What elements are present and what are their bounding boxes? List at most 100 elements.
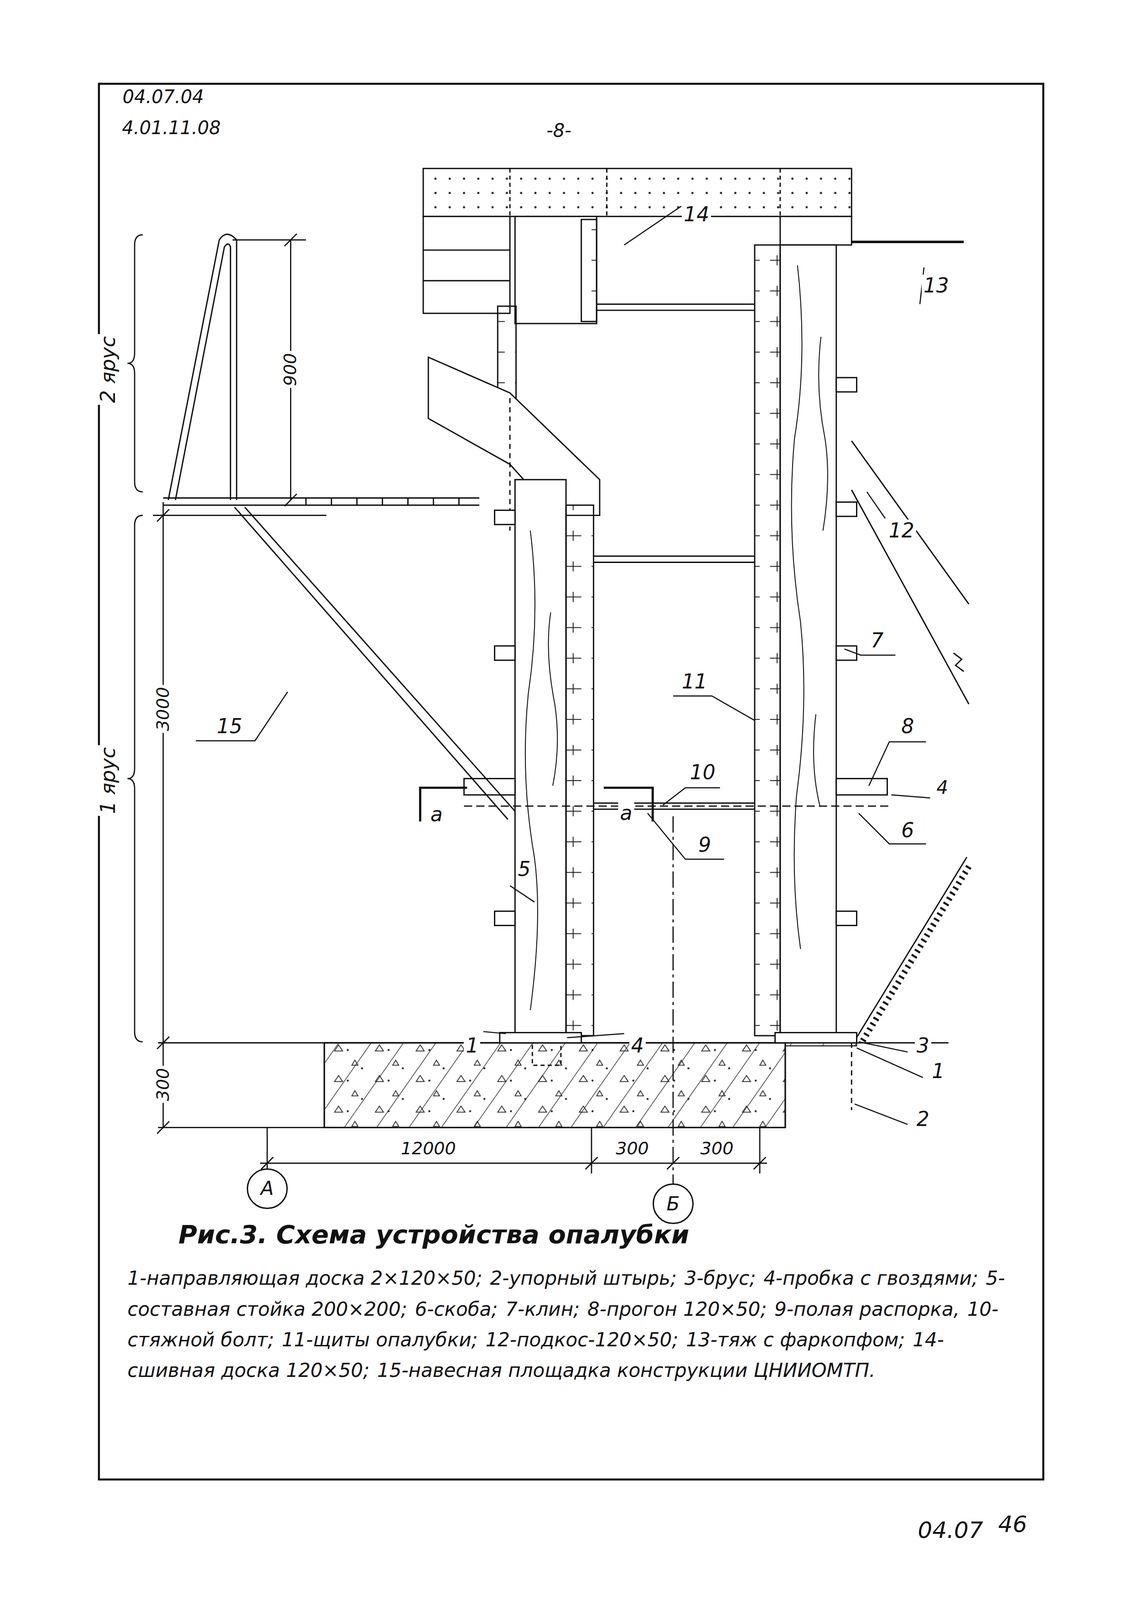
leader-lines-part xyxy=(858,813,927,844)
page-number: 46 xyxy=(996,1510,1030,1536)
sheet-code: 04.07 xyxy=(916,1517,986,1543)
dimension-lines-part xyxy=(127,515,144,1042)
concrete-slab-part xyxy=(324,1042,786,1128)
dimension-lines-part xyxy=(127,234,144,493)
leader-lines-part xyxy=(673,695,755,721)
ties-and-bolt-part xyxy=(463,804,893,807)
leader-lines-part xyxy=(663,787,721,805)
callout-number: 1 xyxy=(929,1059,947,1082)
top-sewing-board xyxy=(423,168,852,217)
concrete-slab-part xyxy=(158,1126,325,1128)
left-formwork-wall-part xyxy=(428,357,600,516)
left-formwork-wall-part xyxy=(514,479,566,1036)
left-formwork-wall xyxy=(423,216,600,1043)
right-formwork-wall xyxy=(754,216,888,1043)
right-formwork-wall-part xyxy=(780,216,852,245)
legend-item: 11-щиты опалубки; xyxy=(281,1328,478,1351)
axis-bubble: А xyxy=(246,1167,288,1209)
callout-number: 10 xyxy=(688,761,718,784)
top-sewing-board-part xyxy=(606,168,608,217)
ties-and-bolt xyxy=(463,304,893,810)
callout-number: 14 xyxy=(681,202,711,225)
ground-slope-part xyxy=(862,862,971,1041)
legend-item: 1-направляющая доска 2×120×50; xyxy=(127,1266,483,1289)
legend-item: 9-полая распорка, xyxy=(774,1297,960,1320)
leader-lines-part xyxy=(483,1031,506,1033)
brace-and-tie xyxy=(851,241,969,704)
left-formwork-wall-part xyxy=(494,645,516,660)
callout-number: 4 xyxy=(934,777,950,798)
concrete-slab-part xyxy=(324,1042,786,1128)
right-formwork-wall-part xyxy=(791,265,828,949)
callout-number: 9 xyxy=(696,833,713,856)
legend-item: 15-навесная площадка конструкции ЦНИИОМТ… xyxy=(377,1358,876,1381)
axis-bubble: Б xyxy=(652,1182,694,1224)
legend-item: 3-брус; xyxy=(684,1266,757,1289)
leader-lines-part xyxy=(856,1047,923,1078)
left-formwork-wall-part xyxy=(463,778,515,795)
legend-item: 4-пробка с гвоздями; xyxy=(763,1266,979,1289)
brace-and-tie-part xyxy=(851,240,964,244)
left-formwork-wall-part xyxy=(514,216,597,324)
callout-number: 1 xyxy=(463,1034,481,1057)
dimension-lines-part xyxy=(759,1126,761,1173)
right-formwork-wall-part xyxy=(836,645,857,660)
top-sewing-board-part xyxy=(423,168,852,217)
dimension-lines-part xyxy=(260,1156,766,1169)
dimension-lines-part xyxy=(162,502,164,1128)
callout-number: 12 xyxy=(887,519,917,542)
legend-item: 2-упорный штырь; xyxy=(490,1266,677,1289)
brace-and-tie-part xyxy=(851,489,969,705)
ties-and-bolt-part xyxy=(593,802,755,804)
left-formwork-wall-part xyxy=(565,504,594,1036)
callout-number: 5 xyxy=(515,857,533,880)
ties-and-bolt-part xyxy=(596,303,755,305)
axis-letter: А xyxy=(260,1178,275,1198)
concrete-slab-part xyxy=(532,1044,561,1065)
brace-and-tie-part xyxy=(953,652,964,671)
hanging-platform-part xyxy=(163,497,480,499)
hanging-platform xyxy=(163,234,516,820)
top-sewing-board-part xyxy=(509,168,511,217)
section-mark: а xyxy=(428,802,445,825)
top-sewing-board-part xyxy=(779,168,781,217)
leader-lines-part xyxy=(866,491,886,519)
left-formwork-wall-part xyxy=(494,509,516,524)
dimension-lines-part xyxy=(152,514,327,516)
callout-number: 6 xyxy=(899,819,916,841)
left-formwork-wall-part xyxy=(581,219,597,322)
callout-number: 11 xyxy=(679,670,710,693)
dimension-text: 900 xyxy=(280,350,301,388)
hanging-platform-part xyxy=(175,243,231,500)
tier-label: 1 ярус xyxy=(97,744,120,816)
right-formwork-wall-part xyxy=(836,502,857,517)
hanging-platform-part xyxy=(244,507,516,811)
legend-text-block: 1-направляющая доска 2×120×50; 2-упорный … xyxy=(127,1262,1031,1386)
legend-item: 8-прогон 120×50; xyxy=(587,1297,767,1320)
ties-and-bolt-part xyxy=(593,808,755,810)
sheet-frame-part xyxy=(98,83,1044,1479)
ties-and-bolt-part xyxy=(593,561,755,563)
dimension-lines-part xyxy=(266,1126,269,1170)
left-formwork-wall-part xyxy=(494,910,516,925)
legend-item: 6-скоба; xyxy=(415,1297,499,1320)
callout-number: 8 xyxy=(899,715,916,737)
right-formwork-wall-part xyxy=(836,778,888,795)
section-mark: а xyxy=(618,801,635,824)
ties-and-bolt-part xyxy=(596,309,755,312)
dimension-lines-part xyxy=(591,1126,593,1173)
leader-lines-part xyxy=(868,741,926,786)
right-formwork-wall-part xyxy=(836,910,857,925)
sheet-code: 04.07.04 xyxy=(120,86,206,107)
sheet-code: 4.01.11.08 xyxy=(120,117,223,138)
leader-lines xyxy=(195,206,930,1125)
tier-label: 2 ярус xyxy=(97,333,120,405)
leader-lines-part xyxy=(891,794,930,798)
callout-number: 4 xyxy=(629,1034,646,1057)
left-formwork-wall-part xyxy=(525,530,558,1010)
leader-lines-part xyxy=(566,1033,624,1038)
dimension-lines-part xyxy=(232,238,307,241)
leader-lines-part xyxy=(647,813,725,860)
right-formwork-wall-part xyxy=(754,244,781,1036)
